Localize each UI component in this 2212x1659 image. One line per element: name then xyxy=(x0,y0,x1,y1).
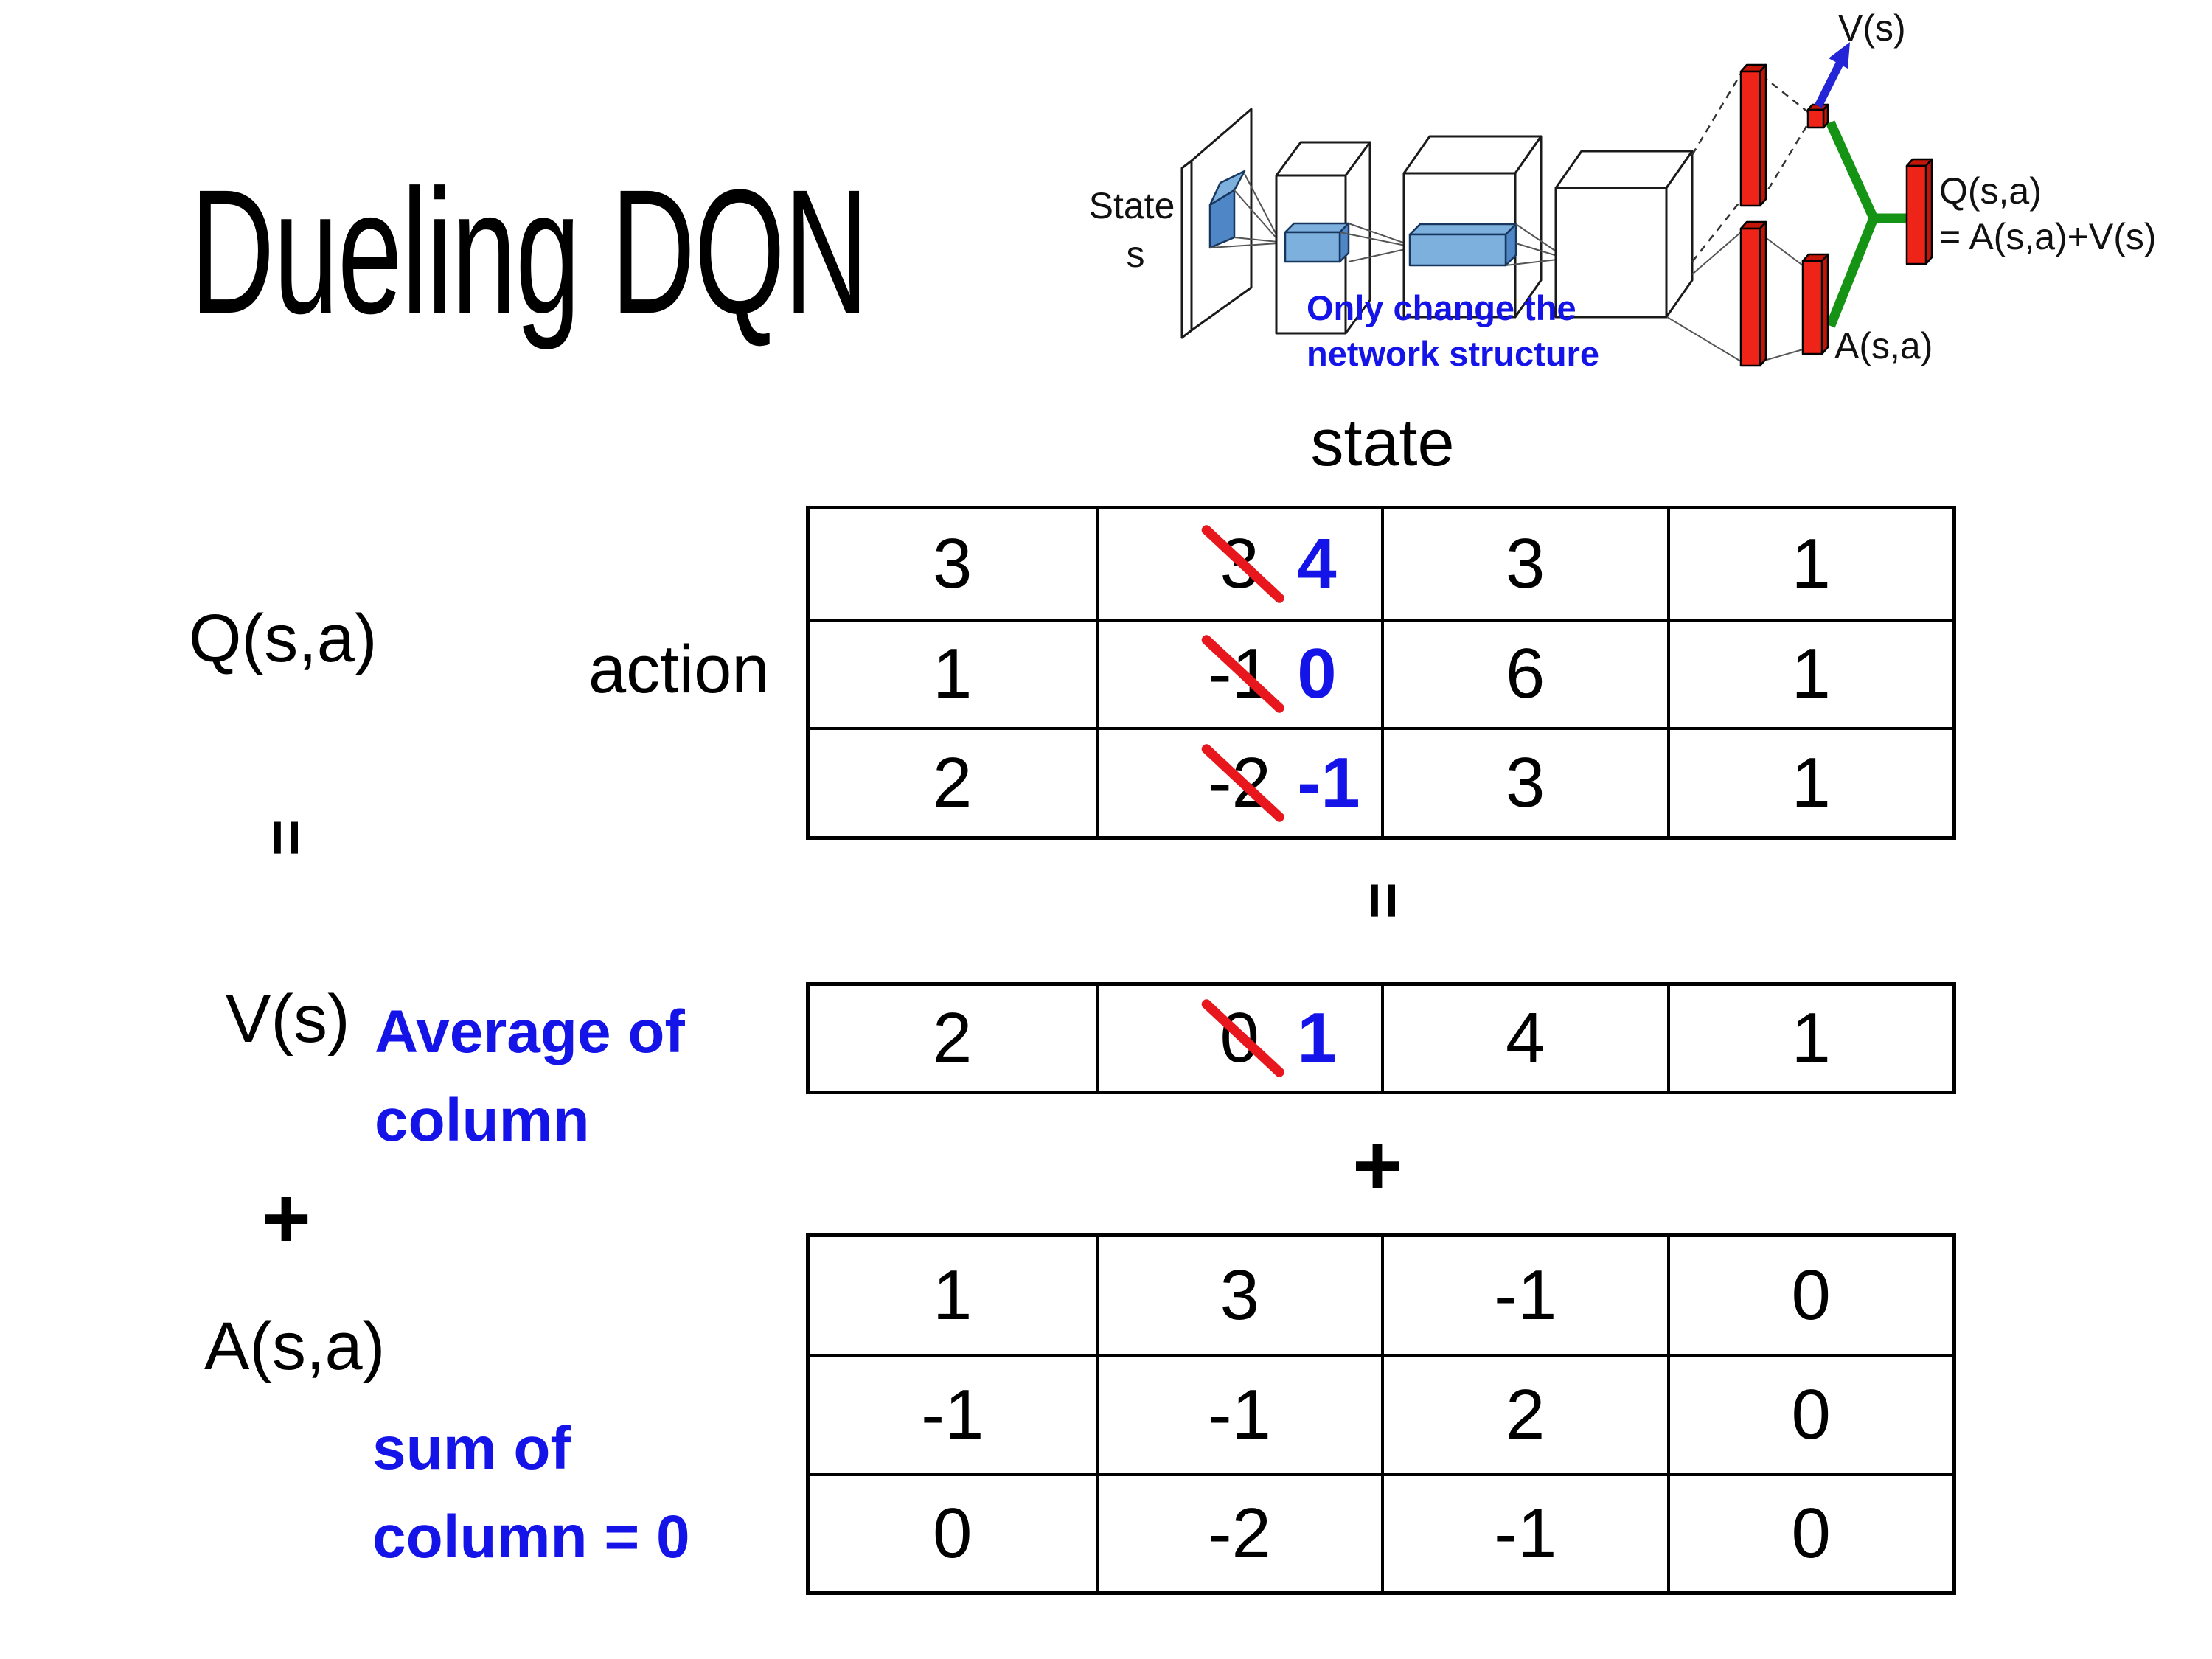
red-strike-line xyxy=(1200,633,1287,715)
page-title: Dueling DQN xyxy=(190,153,869,350)
average-of-column-note: Average of column xyxy=(375,998,685,1154)
table-cell: -2-1 xyxy=(1095,727,1381,836)
fc-layer-value-stream xyxy=(1739,63,1767,207)
diagram-q-output-label-line2: = A(s,a)+V(s) xyxy=(1939,216,2157,257)
green-merge-connector xyxy=(1826,120,1913,328)
plus-sign-middle: + xyxy=(1352,1117,1402,1213)
table-cell: 3 xyxy=(1381,727,1667,836)
state-axis-label: state xyxy=(1310,406,1455,480)
table-cell: 1 xyxy=(933,1256,973,1335)
value-arrow-icon xyxy=(1815,42,1850,108)
conv-layer-2-box xyxy=(1402,135,1558,319)
crossed-out-value: 3 xyxy=(1200,523,1287,605)
diagram-a-output-label: A(s,a) xyxy=(1834,325,1933,366)
crossed-out-value: -1 xyxy=(1200,633,1287,715)
conv-layer-1-box xyxy=(1275,141,1406,335)
crossed-out-value: -2 xyxy=(1200,742,1287,824)
table-cell: -1 xyxy=(1381,1237,1667,1355)
table-cell: 3 xyxy=(1095,1237,1382,1355)
advantage-vector-node xyxy=(1801,253,1829,355)
table-cell: 1 xyxy=(1666,727,1952,836)
table-cell: 3 xyxy=(1381,509,1667,619)
sum-of-column-note: sum of column = 0 xyxy=(372,1415,690,1571)
replacement-value: 4 xyxy=(1297,524,1337,603)
fc-layer-advantage-stream xyxy=(1739,220,1767,367)
conv-filter-icon xyxy=(1208,170,1279,249)
diagram-caption-line1: Only change the xyxy=(1307,288,1576,327)
table-cell: 2 xyxy=(1381,1354,1667,1473)
connection-lines xyxy=(1666,73,1809,362)
table-cell: 1 xyxy=(1666,618,1952,728)
q-output-vector-node xyxy=(1905,158,1933,265)
conv-layer-3-box xyxy=(1554,150,1694,319)
a-matrix-label: A(s,a) xyxy=(204,1309,386,1384)
equals-sign-middle: = xyxy=(1347,881,1419,919)
value-scalar-node xyxy=(1806,103,1829,129)
dueling-network-diagram: State s Only change the network structur… xyxy=(1089,7,2157,373)
table-cell: 0 xyxy=(1666,1237,1953,1355)
replacement-value: 1 xyxy=(1297,998,1337,1077)
table-cell: 6 xyxy=(1381,618,1667,728)
table-cell: -1 xyxy=(1381,1472,1667,1591)
table-cell: 4 xyxy=(1381,986,1667,1091)
table-cell: 34 xyxy=(1095,509,1382,619)
diagram-v-output-label: V(s) xyxy=(1838,7,1906,49)
diagram-q-output-label-line1: Q(s,a) xyxy=(1939,170,2042,212)
crossed-out-value: 0 xyxy=(1200,997,1287,1079)
table-cell: 01 xyxy=(1095,986,1382,1091)
v-vector-label: V(s) xyxy=(226,981,350,1057)
table-cell: 2 xyxy=(810,727,1096,836)
table-cell: -2 xyxy=(1095,1472,1381,1591)
red-strike-line xyxy=(1200,742,1287,824)
replacement-value: 0 xyxy=(1297,634,1337,714)
table-cell: 1 xyxy=(1666,509,1953,619)
table-cell: 1 xyxy=(810,618,1096,728)
diagram-state-label: State xyxy=(1089,185,1175,226)
table-cell: -1 xyxy=(810,1354,1096,1472)
table-cell: 3 xyxy=(933,524,973,603)
table-cell: 0 xyxy=(1666,1472,1952,1591)
table-cell: 0 xyxy=(1666,1354,1952,1473)
state-value-row: 20141 xyxy=(806,982,1956,1094)
table-cell: 0 xyxy=(810,1472,1096,1591)
plus-sign-left: + xyxy=(261,1170,311,1266)
equals-sign-left: = xyxy=(250,818,321,857)
table-cell: 1 xyxy=(1666,986,1953,1091)
action-axis-label: action xyxy=(588,632,770,707)
diagram-state-s-label: s xyxy=(1127,234,1145,275)
table-cell: -10 xyxy=(1095,618,1381,728)
diagram-caption-line2: network structure xyxy=(1307,334,1599,373)
q-matrix-label: Q(s,a) xyxy=(189,601,378,676)
table-cell: -1 xyxy=(1095,1354,1381,1473)
red-strike-line xyxy=(1200,997,1287,1079)
red-strike-line xyxy=(1200,523,1287,605)
table-cell: 2 xyxy=(933,998,973,1077)
replacement-value: -1 xyxy=(1297,743,1360,823)
